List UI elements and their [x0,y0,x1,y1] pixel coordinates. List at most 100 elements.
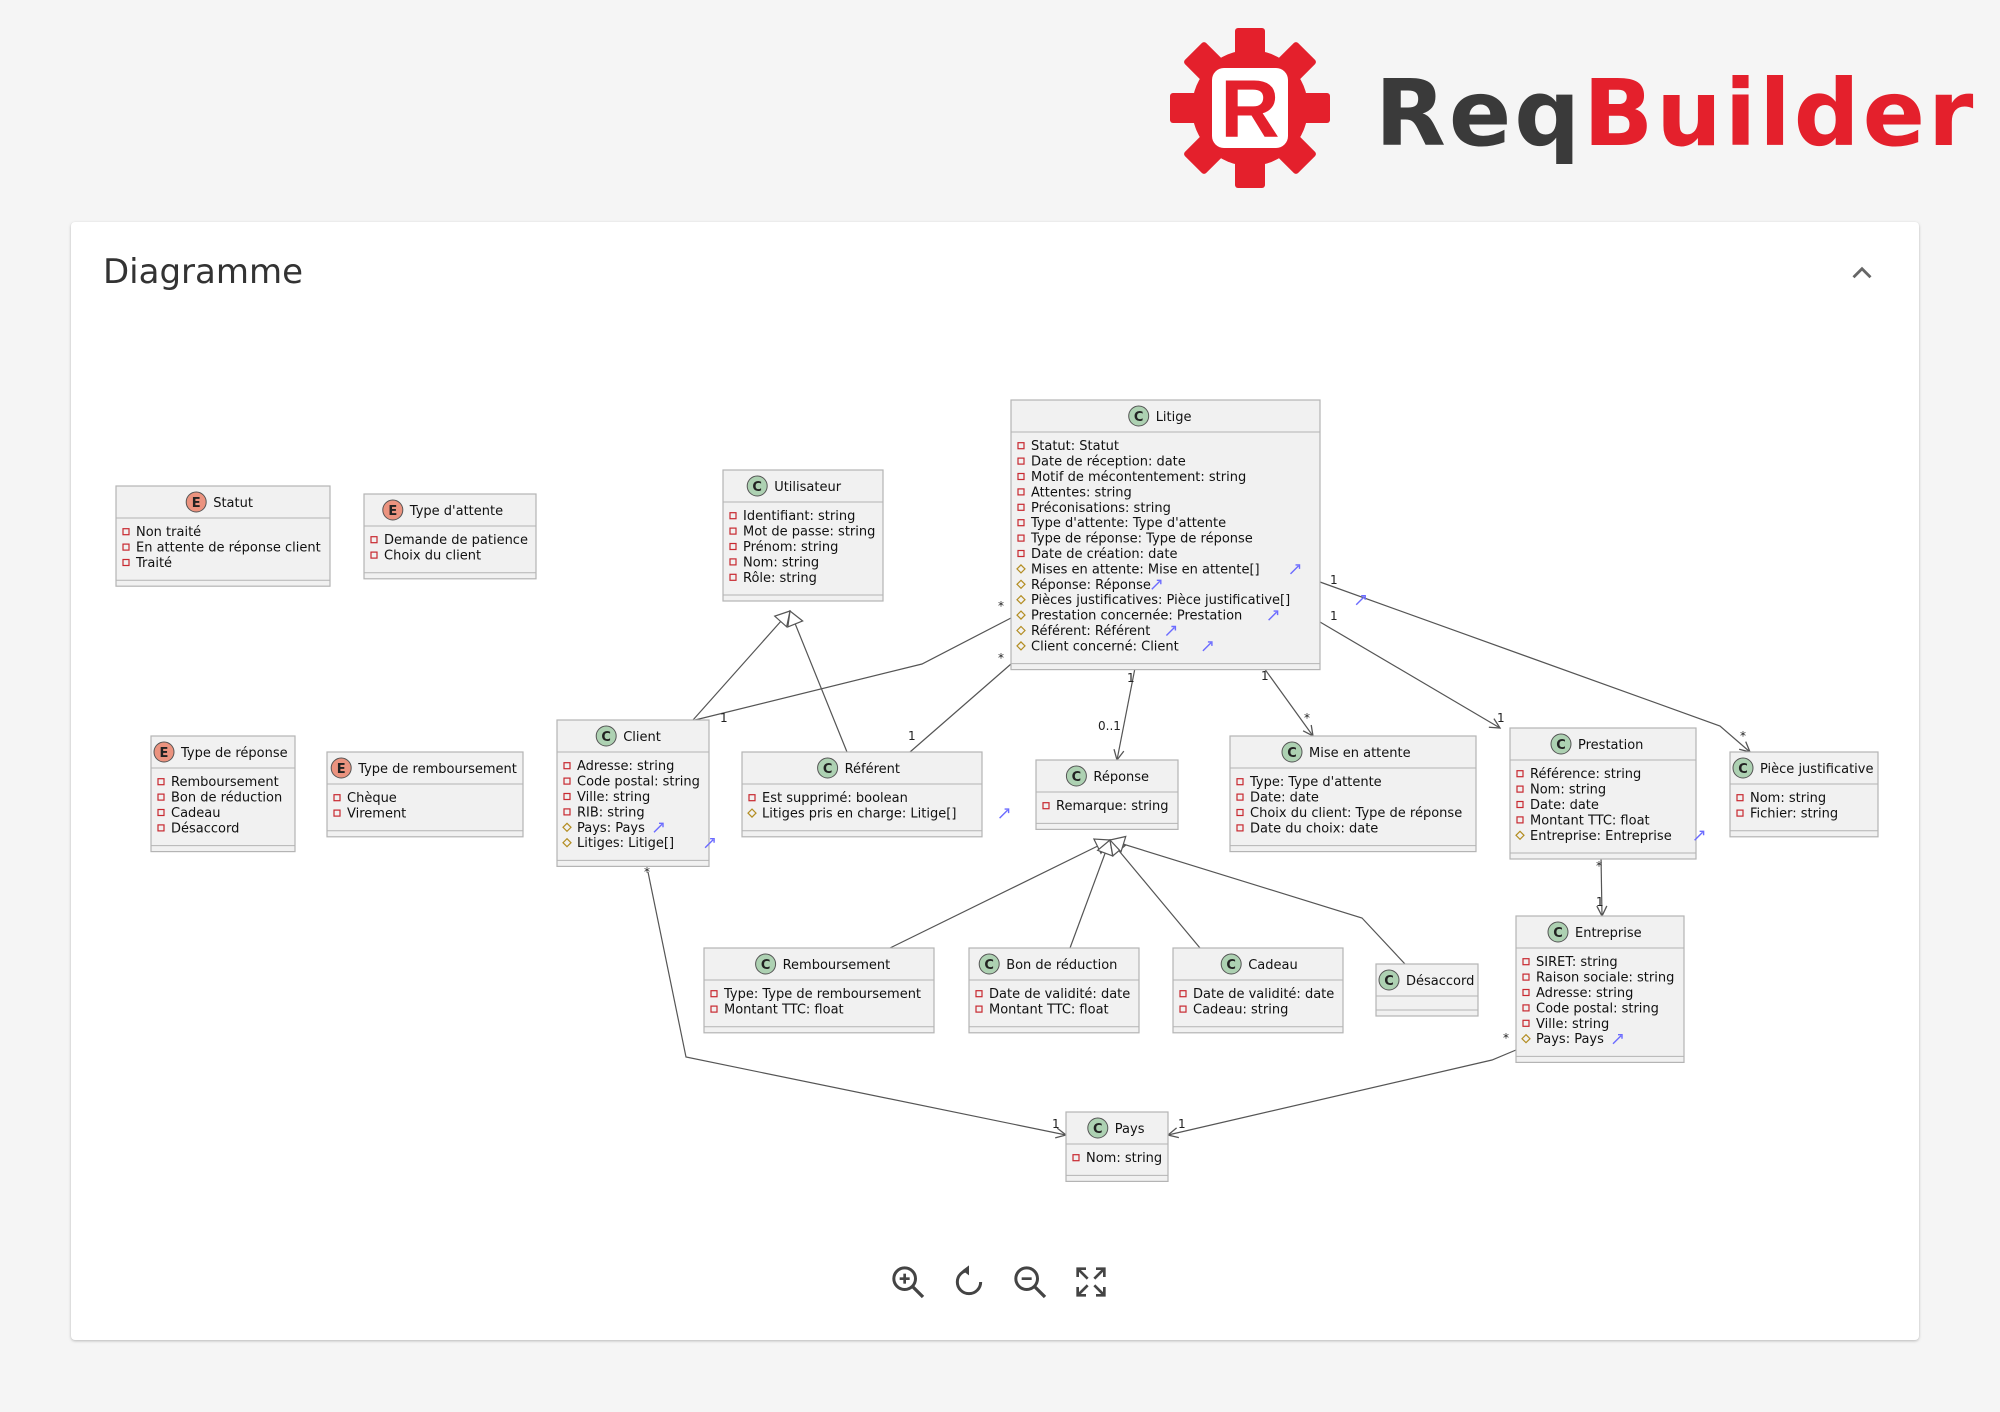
class-field: Montant TTC: float [724,1003,844,1018]
protected-marker-icon [1521,1033,1531,1044]
private-marker-icon [157,778,165,786]
private-marker-icon [157,808,165,817]
link-icon[interactable] [999,808,1010,819]
private-marker-icon [729,558,737,566]
private-marker-icon [1236,824,1244,832]
private-marker-icon [1017,534,1025,542]
class-field: Motif de mécontentement: string [1031,470,1246,485]
protected-marker-icon [1016,579,1026,590]
stereotype-letter: C [1134,410,1144,425]
link-icon[interactable] [653,822,664,833]
reset-icon[interactable] [949,1262,989,1302]
class-box [1229,735,1477,853]
stereotype-letter: C [984,958,994,973]
class-name: Réponse [1093,770,1149,785]
zoom-out-icon[interactable] [1010,1262,1050,1302]
link-icon[interactable] [1268,610,1279,621]
private-marker-icon [729,512,737,520]
class-name: Prestation [1578,738,1643,753]
private-marker-icon [1017,472,1025,481]
class-field: Type: Type de remboursement [723,987,921,1002]
stereotype-letter: C [761,958,771,973]
class-field: Choix du client [384,549,481,564]
class-field: Date de création: date [1031,547,1178,562]
stereotype-letter: E [192,496,201,511]
class-field: Choix du client: Type de réponse [1250,806,1462,821]
class-box [703,947,935,1034]
class-field: Pays: Pays [1536,1032,1604,1047]
private-marker-icon [1516,816,1524,824]
fullscreen-icon[interactable] [1071,1262,1111,1302]
class-box [1515,915,1685,1063]
private-marker-icon [1017,549,1025,558]
private-marker-icon [333,794,341,802]
class-field: Raison sociale: string [1536,971,1674,986]
class-badge-icon [1281,741,1303,763]
class-field: Rôle: string [743,571,817,586]
link-icon[interactable] [1694,830,1705,841]
class-field: Prénom: string [743,540,838,555]
zoom-in-icon[interactable] [888,1262,928,1302]
stereotype-letter: C [1384,974,1394,989]
class-name: Bon de réduction [1006,958,1117,973]
private-marker-icon [563,808,571,816]
class-badge-icon [978,953,1000,975]
link-icon[interactable] [1151,579,1162,590]
class-field: Prestation concernée: Prestation [1031,609,1242,624]
class-field: Référence: string [1530,767,1641,782]
class-field: Mot de passe: string [743,525,875,540]
class-field: Remarque: string [1056,799,1169,814]
logo-gear-letter: R [1220,64,1279,155]
class-name: Type d'attente [409,504,503,519]
class-box [1172,947,1344,1034]
private-marker-icon [370,536,378,544]
chevron-up-icon[interactable] [1845,256,1879,290]
class-name: Mise en attente [1309,746,1411,761]
reqbuilder-logo: R ReqBuilder [1170,28,1973,188]
link-icon[interactable] [1165,625,1177,636]
link-icon[interactable] [1202,641,1213,652]
class-field: Date: date [1530,798,1599,813]
class-field: Date de validité: date [1193,987,1334,1002]
enum-badge-icon [382,499,404,521]
class-box [1010,399,1321,671]
class-field: Litiges pris en charge: Litige[] [762,807,956,822]
class-field: Montant TTC: float [989,1003,1109,1018]
link-icon[interactable] [1290,564,1301,575]
private-marker-icon [1017,519,1025,527]
link-icon[interactable] [1612,1034,1623,1045]
class-field: Date de réception: date [1031,455,1186,470]
stereotype-letter: C [1738,762,1748,777]
stereotype-letter: E [337,762,346,777]
private-marker-icon [1522,958,1530,966]
enum-badge-icon [330,757,352,779]
protected-marker-icon [562,822,572,833]
protected-marker-icon [747,808,757,818]
class-field: Fichier: string [1750,807,1838,822]
link-icon[interactable] [704,838,715,849]
link-icon[interactable] [1355,595,1366,606]
class-field: Statut: Statut [1031,439,1119,454]
class-badge-icon [817,757,839,779]
class-box [115,485,331,587]
class-name: Référent [845,762,900,777]
private-marker-icon [1236,778,1244,786]
